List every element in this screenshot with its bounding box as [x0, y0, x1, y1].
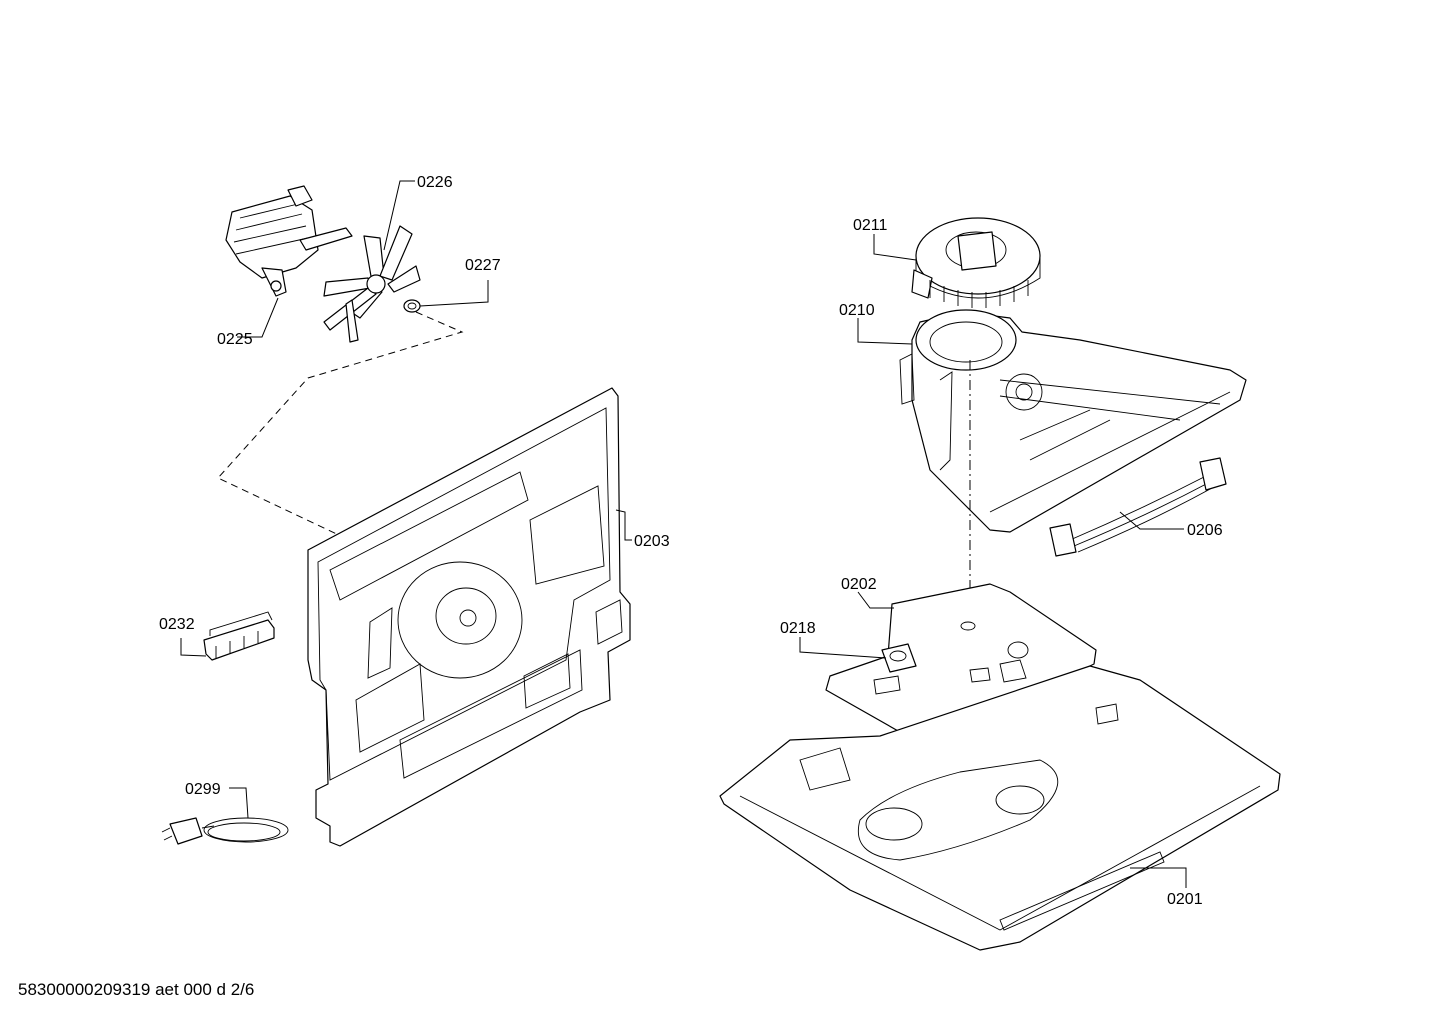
- leader-0232: [180, 638, 207, 657]
- label-0218: 0218: [780, 620, 816, 637]
- label-0225: 0225: [217, 331, 253, 348]
- fan-nut[interactable]: [403, 299, 421, 313]
- blower-housing[interactable]: [899, 309, 1247, 533]
- leader-0225: [237, 297, 279, 338]
- label-0202: 0202: [841, 576, 877, 593]
- blower-wheel[interactable]: [911, 217, 1041, 308]
- leader-0226: [383, 180, 415, 251]
- leader-0203: [615, 509, 632, 541]
- terminal-block[interactable]: [203, 611, 275, 661]
- label-0206: 0206: [1187, 522, 1223, 539]
- label-0226: 0226: [417, 174, 453, 191]
- assembly-line-fan: [217, 311, 464, 561]
- leader-0218: [799, 637, 887, 659]
- document-code: 58300000209319 aet 000 d 2/6: [18, 980, 255, 999]
- leader-0299: [229, 787, 249, 819]
- label-0201: 0201: [1167, 891, 1203, 908]
- rear-panel[interactable]: [307, 387, 631, 847]
- fan-motor[interactable]: [225, 185, 353, 297]
- leader-0210: [857, 318, 913, 345]
- leader-0201: [1130, 867, 1187, 888]
- base-tray[interactable]: [719, 665, 1281, 951]
- label-0232: 0232: [159, 616, 195, 633]
- label-0211: 0211: [853, 217, 888, 234]
- label-0299: 0299: [185, 781, 221, 798]
- label-0227: 0227: [465, 257, 501, 274]
- thermostat[interactable]: [881, 643, 917, 673]
- leader-0202: [857, 591, 894, 609]
- leader-0211: [873, 234, 917, 261]
- label-0203: 0203: [634, 533, 670, 550]
- leader-0206: [1119, 511, 1184, 530]
- wiring-harness[interactable]: [1049, 457, 1227, 557]
- power-cable[interactable]: [161, 817, 289, 845]
- leader-0227: [419, 280, 489, 307]
- fan-blade[interactable]: [323, 225, 421, 343]
- label-0210: 0210: [839, 302, 875, 319]
